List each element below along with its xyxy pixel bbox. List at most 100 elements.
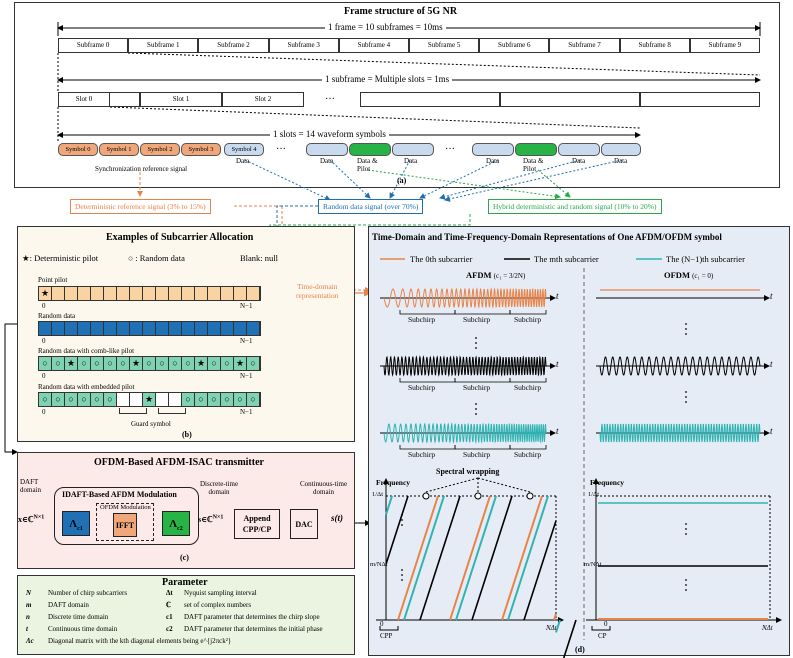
param-symbol: c2 bbox=[166, 625, 173, 633]
param-symbol: m bbox=[26, 601, 32, 609]
ellipsis-dot bbox=[685, 323, 687, 325]
afdm-tf-mth--1 bbox=[385, 495, 409, 565]
subcarrier-cell bbox=[130, 322, 143, 335]
lambda-c1-block: Λc1 bbox=[62, 511, 90, 536]
subcarrier-cell: ○ bbox=[143, 357, 156, 370]
symbol-2: Symbol 2 bbox=[140, 143, 180, 156]
subcarrier-cell: ★ bbox=[234, 357, 247, 370]
subchirp-label-last-1: Subchirp bbox=[463, 450, 491, 459]
slot-0: Slot 0 bbox=[58, 92, 110, 107]
afdm-f-top: 1/Δt bbox=[372, 491, 384, 498]
row-2-end: N−1 bbox=[240, 372, 253, 380]
afdm-wave-mth bbox=[383, 355, 547, 377]
subcarrier-cell bbox=[234, 287, 247, 300]
subcarrier-cell bbox=[78, 287, 91, 300]
subchirp-bracket-0th-1 bbox=[454, 310, 511, 315]
lambda-c1-sub: c1 bbox=[77, 526, 83, 533]
frame-structure-panel bbox=[14, 2, 780, 188]
subcarrier-cell: ○ bbox=[247, 357, 260, 370]
ellipsis-dot bbox=[401, 514, 403, 516]
subcarrier-cell: ○ bbox=[208, 357, 221, 370]
ellipsis-dot bbox=[685, 333, 687, 335]
symbols-ellipsis-2: ··· bbox=[445, 144, 455, 155]
param-symbol: t bbox=[26, 625, 28, 633]
subframe-7: Subframe 7 bbox=[549, 38, 620, 53]
subcarrier-cell bbox=[169, 287, 182, 300]
wrap-point-1 bbox=[474, 492, 482, 500]
sym-b-data-3 bbox=[601, 143, 641, 156]
subcarrier-cell: ○ bbox=[78, 357, 91, 370]
guard-bracket-right bbox=[158, 408, 186, 414]
grid-embedded-pilot: ○○○○○○★○○○○○○ bbox=[38, 392, 261, 407]
subchirp-bracket-last-1 bbox=[454, 445, 511, 450]
ellipsis-dot bbox=[685, 589, 687, 591]
frame-dimension: 1 frame = 10 subframes = 10ms bbox=[325, 22, 446, 32]
param-right-3: c2 DAFT parameter that determines the ini… bbox=[166, 625, 323, 633]
wrap-pointer-2 bbox=[477, 477, 531, 493]
row-0-zero: 0 bbox=[42, 302, 46, 310]
row-3-end: N−1 bbox=[240, 408, 253, 416]
subcarrier-cell: ○ bbox=[78, 393, 91, 406]
ofdm-f-mid: m/NΔt bbox=[584, 561, 602, 568]
subcarrier-cell bbox=[169, 393, 182, 406]
afdm-axis-mth-arrow bbox=[550, 363, 556, 369]
sync-label: Synchronization reference signal bbox=[95, 165, 188, 173]
frame-title: Frame structure of 5G NR bbox=[344, 6, 458, 17]
afdm-axis-last-arrow bbox=[550, 430, 556, 436]
subcarrier-cell: ○ bbox=[52, 357, 65, 370]
s-vector: s∈ℂN×1 bbox=[198, 514, 223, 524]
afdm-tf-0th-3 bbox=[553, 613, 557, 621]
subcarrier-cell: ○ bbox=[39, 357, 52, 370]
subcarrier-cell: ○ bbox=[247, 393, 260, 406]
subframe-0: Subframe 0 bbox=[58, 38, 129, 53]
wrap-point-2 bbox=[526, 492, 534, 500]
afdm-x-end: NΔt bbox=[546, 624, 557, 632]
subcarrier-cell bbox=[65, 322, 78, 335]
subcarrier-cell bbox=[169, 322, 182, 335]
subcarrier-cell bbox=[182, 287, 195, 300]
param-desc: Number of chirp subcarriers bbox=[48, 589, 128, 597]
sym-a-data-1-label: Data bbox=[320, 157, 334, 165]
param-symbol: N bbox=[26, 589, 32, 597]
caption-a: (a) bbox=[397, 176, 407, 185]
ofdm-module bbox=[96, 503, 154, 541]
legend-det: ★: Deterministic pilot bbox=[22, 253, 99, 263]
param-symbol: Δt bbox=[166, 589, 173, 597]
row-label-point: Point pilot bbox=[38, 276, 68, 284]
ellipsis-dot bbox=[475, 347, 477, 349]
caption-d: (d) bbox=[575, 645, 585, 654]
param-desc: DAFT parameter that determines the initi… bbox=[184, 625, 323, 633]
ofdm-wave-mth bbox=[599, 356, 761, 376]
param-symbol: c1 bbox=[166, 613, 173, 621]
ofdm-tf-xarrow bbox=[776, 617, 782, 623]
legend-rand: ○ : Random data bbox=[128, 253, 185, 263]
subcarrier-cell: ○ bbox=[65, 393, 78, 406]
ellipsis-dot bbox=[685, 533, 687, 535]
param-desc: set of complex numbers bbox=[184, 601, 252, 609]
legend-last: The (N−1)th subcarrier bbox=[666, 254, 745, 264]
cpp-bracket bbox=[379, 626, 399, 631]
sym-a-data-2-label: Data bbox=[404, 157, 418, 165]
symbol-4-data: Data bbox=[236, 157, 250, 165]
ofdm-param: (c₁ = 0) bbox=[692, 272, 714, 280]
subcarrier-cell: ○ bbox=[221, 393, 234, 406]
transmitter-panel bbox=[17, 452, 355, 569]
ellipsis-dot bbox=[475, 403, 477, 405]
subcarrier-cell bbox=[143, 287, 156, 300]
subcarrier-cell bbox=[143, 322, 156, 335]
continuous-label: Continuous-time domain bbox=[300, 480, 348, 496]
wrap-point-0 bbox=[422, 492, 430, 500]
parameter-panel bbox=[17, 575, 355, 655]
afdm-text: AFDM bbox=[466, 270, 492, 280]
lambda-c2-text: Λ bbox=[169, 518, 178, 530]
t-label-ofdm-last: t bbox=[770, 426, 773, 436]
subcarrier-cell bbox=[91, 287, 104, 300]
subframe-dimension: 1 subframe = Multiple slots = 1ms bbox=[322, 74, 453, 84]
transmitter-title: OFDM-Based AFDM-ISAC transmitter bbox=[94, 457, 264, 468]
parameter-title: Parameter bbox=[162, 577, 208, 588]
subcarrier-cell: ★ bbox=[195, 357, 208, 370]
subchirp-bracket-mth-1 bbox=[454, 378, 511, 383]
idaft-title: IDAFT-Based AFDM Modulation bbox=[62, 490, 177, 499]
subcarrier-cell: ○ bbox=[39, 393, 52, 406]
